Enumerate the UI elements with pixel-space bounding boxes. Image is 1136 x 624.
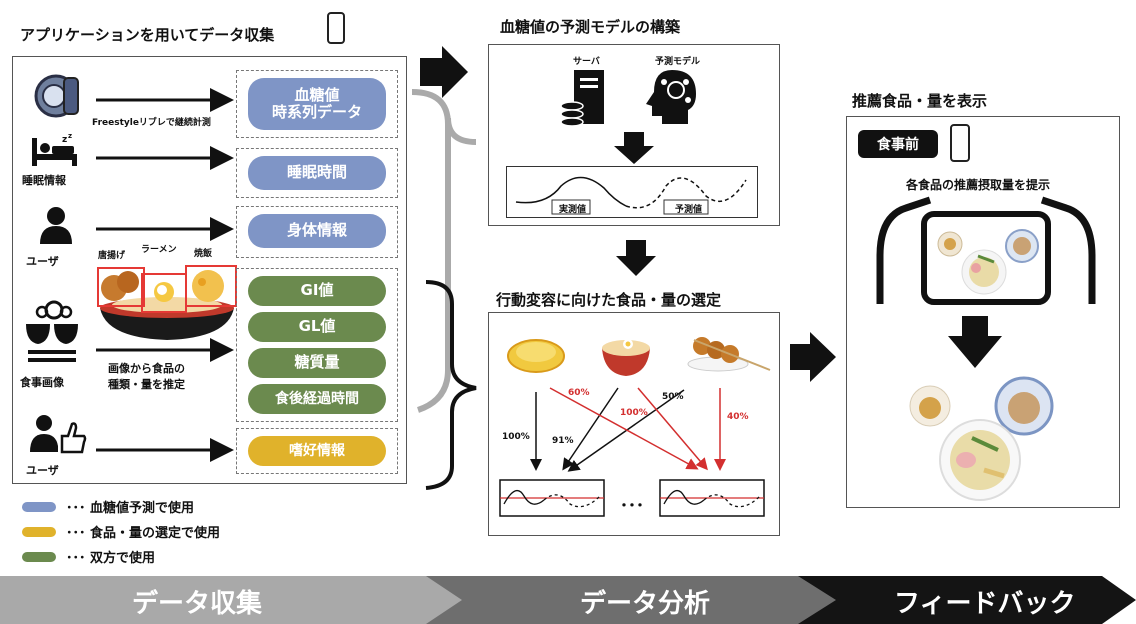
recommend-down-arrow-icon (948, 316, 1002, 368)
bed-icon: z z (32, 132, 77, 166)
food-tag-karaage: 唐揚げ (98, 251, 126, 261)
selection-diagram (499, 337, 771, 517)
pill-elapsed-time: 食後経過時間 (248, 384, 386, 414)
model-title: 血糖値の予測モデルの構築 (500, 18, 681, 36)
prediction-graph (506, 166, 758, 218)
recommend-subtitle: 各食品の推薦摂取量を提示 (906, 178, 1051, 192)
food-tag-ramen: ラーメン (141, 245, 177, 255)
arrow-right-2-icon (790, 332, 836, 382)
estimate-label-1: 画像から食品の (108, 362, 185, 375)
model-down-arrow-icon (614, 132, 654, 164)
hands-phone-icon (876, 196, 1096, 305)
predicted-label: 予測値 (675, 205, 703, 215)
smartphone-icon-2 (950, 124, 970, 162)
pct-50: 50% (662, 392, 684, 402)
pct-60: 60% (568, 388, 590, 398)
pill-glucose-line2: 時系列データ (271, 103, 362, 121)
food-tag-fried-rice: 焼飯 (194, 249, 213, 259)
group-food (236, 268, 398, 422)
group-preference (236, 428, 398, 474)
group-sleep (236, 148, 398, 198)
process-banner (0, 576, 1136, 624)
group-glucose (236, 70, 398, 138)
banner-step-analysis: データ分析 (580, 589, 711, 619)
legend-yellow-text: ･･･ 食品・量の選定で使用 (66, 526, 221, 541)
meal-photo (97, 265, 237, 340)
pill-glucose-line1: 血糖値 (294, 85, 340, 104)
graph-ellipsis: ･･･ (620, 496, 645, 515)
legend-green-swatch (22, 552, 56, 562)
pill-gi: GI値 (248, 276, 386, 306)
recommend-title: 推薦食品・量を表示 (852, 92, 988, 110)
estimate-label-2: 種類・量を推定 (108, 378, 185, 391)
pct-100-red: 100% (620, 408, 648, 418)
pct-91: 91% (552, 436, 574, 446)
pill-carb: 糖質量 (248, 348, 386, 378)
legend-yellow-swatch (22, 527, 56, 537)
prediction-curve (515, 176, 747, 215)
smartphone-icon (327, 12, 345, 44)
mid-down-arrow-icon (616, 240, 656, 276)
pct-40: 40% (727, 412, 749, 422)
group-body (236, 206, 398, 258)
measured-label: 実測値 (559, 205, 587, 215)
user-label: ユーザ (26, 255, 59, 268)
arrow-right-icon (420, 46, 468, 98)
pct-100: 100% (502, 432, 530, 442)
pill-glucose-series: 血糖値 時系列データ (248, 78, 386, 130)
banner-step-collect: データ収集 (132, 589, 263, 619)
user2-label: ユーザ (26, 464, 59, 477)
legend-green-text: ･･･ 双方で使用 (66, 551, 156, 566)
recommend-meal-photo (909, 376, 1054, 501)
pill-body-info: 身体情報 (248, 214, 386, 248)
svg-text:z: z (68, 132, 72, 140)
meal-image-label: 食事画像 (20, 376, 64, 389)
svg-text:z: z (62, 135, 67, 145)
bowl-icon (26, 300, 78, 362)
selection-title: 行動変容に向けた食品・量の選定 (496, 291, 722, 309)
legend-blue-text: ･･･ 血糖値予測で使用 (66, 501, 195, 516)
glucose-sensor-icon (34, 74, 79, 118)
user-like-icon (30, 415, 87, 454)
server-label: サーバ (573, 57, 600, 67)
before-meal-badge: 食事前 (858, 130, 938, 158)
sleep-info-label: 睡眠情報 (22, 174, 66, 187)
pill-gl: GL値 (248, 312, 386, 342)
freestyle-label: Freestyleリブレで継続計測 (92, 118, 211, 128)
user-icon (40, 207, 72, 244)
server-icon (560, 70, 604, 127)
model-label: 予測モデル (655, 57, 701, 67)
ai-head-icon (646, 70, 696, 124)
pill-sleep-time: 睡眠時間 (248, 156, 386, 190)
collect-title: アプリケーションを用いてデータ収集 (20, 26, 275, 44)
legend-blue-swatch (22, 502, 56, 512)
banner-step-feedback: フィードバック (894, 589, 1076, 619)
pill-preference: 嗜好情報 (248, 436, 386, 466)
